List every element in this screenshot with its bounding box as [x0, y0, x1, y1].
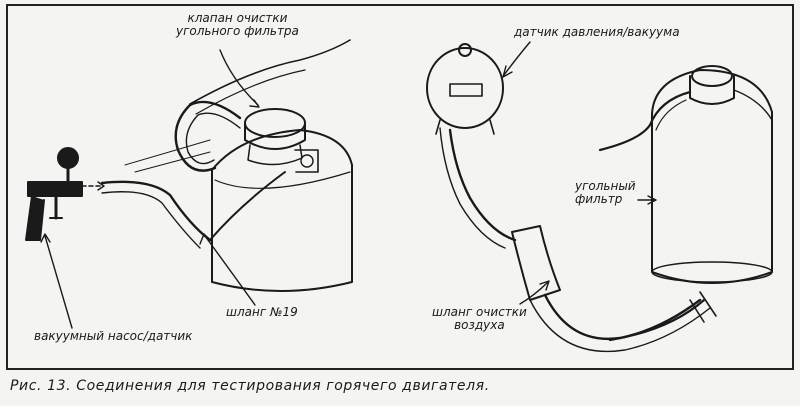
purge-valve-label-line1: клапан очистки	[187, 11, 288, 25]
vacuum-pump-icon	[25, 147, 83, 241]
charcoal-filter-label-line2: фильтр	[575, 192, 623, 206]
charcoal-filter-label: угольный фильтр	[575, 180, 636, 206]
air-hose-label-line1: шланг очистки	[432, 305, 527, 319]
hose-19-label: шланг №19	[226, 305, 298, 319]
right-leader-lines	[502, 41, 657, 305]
air-hose-label: шланг очистки воздуха	[432, 306, 527, 332]
right-canister-assembly	[439, 65, 773, 353]
pressure-gauge-label: датчик давления/вакуума	[514, 25, 680, 39]
charcoal-filter-label-line1: угольный	[575, 179, 636, 193]
purge-valve-label-line2: угольного фильтра	[176, 24, 299, 38]
figure-caption: Рис. 13. Соединения для тестирования гор…	[10, 378, 490, 394]
air-hose-label-line2: воздуха	[454, 318, 505, 332]
figure-frame	[6, 4, 794, 370]
purge-valve-label: клапан очистки угольного фильтра	[176, 12, 299, 38]
left-canister-assembly	[81, 39, 353, 292]
pressure-gauge-icon	[426, 43, 504, 135]
left-leader-lines	[40, 49, 260, 329]
vacuum-pump-label: вакуумный насос/датчик	[34, 329, 193, 343]
